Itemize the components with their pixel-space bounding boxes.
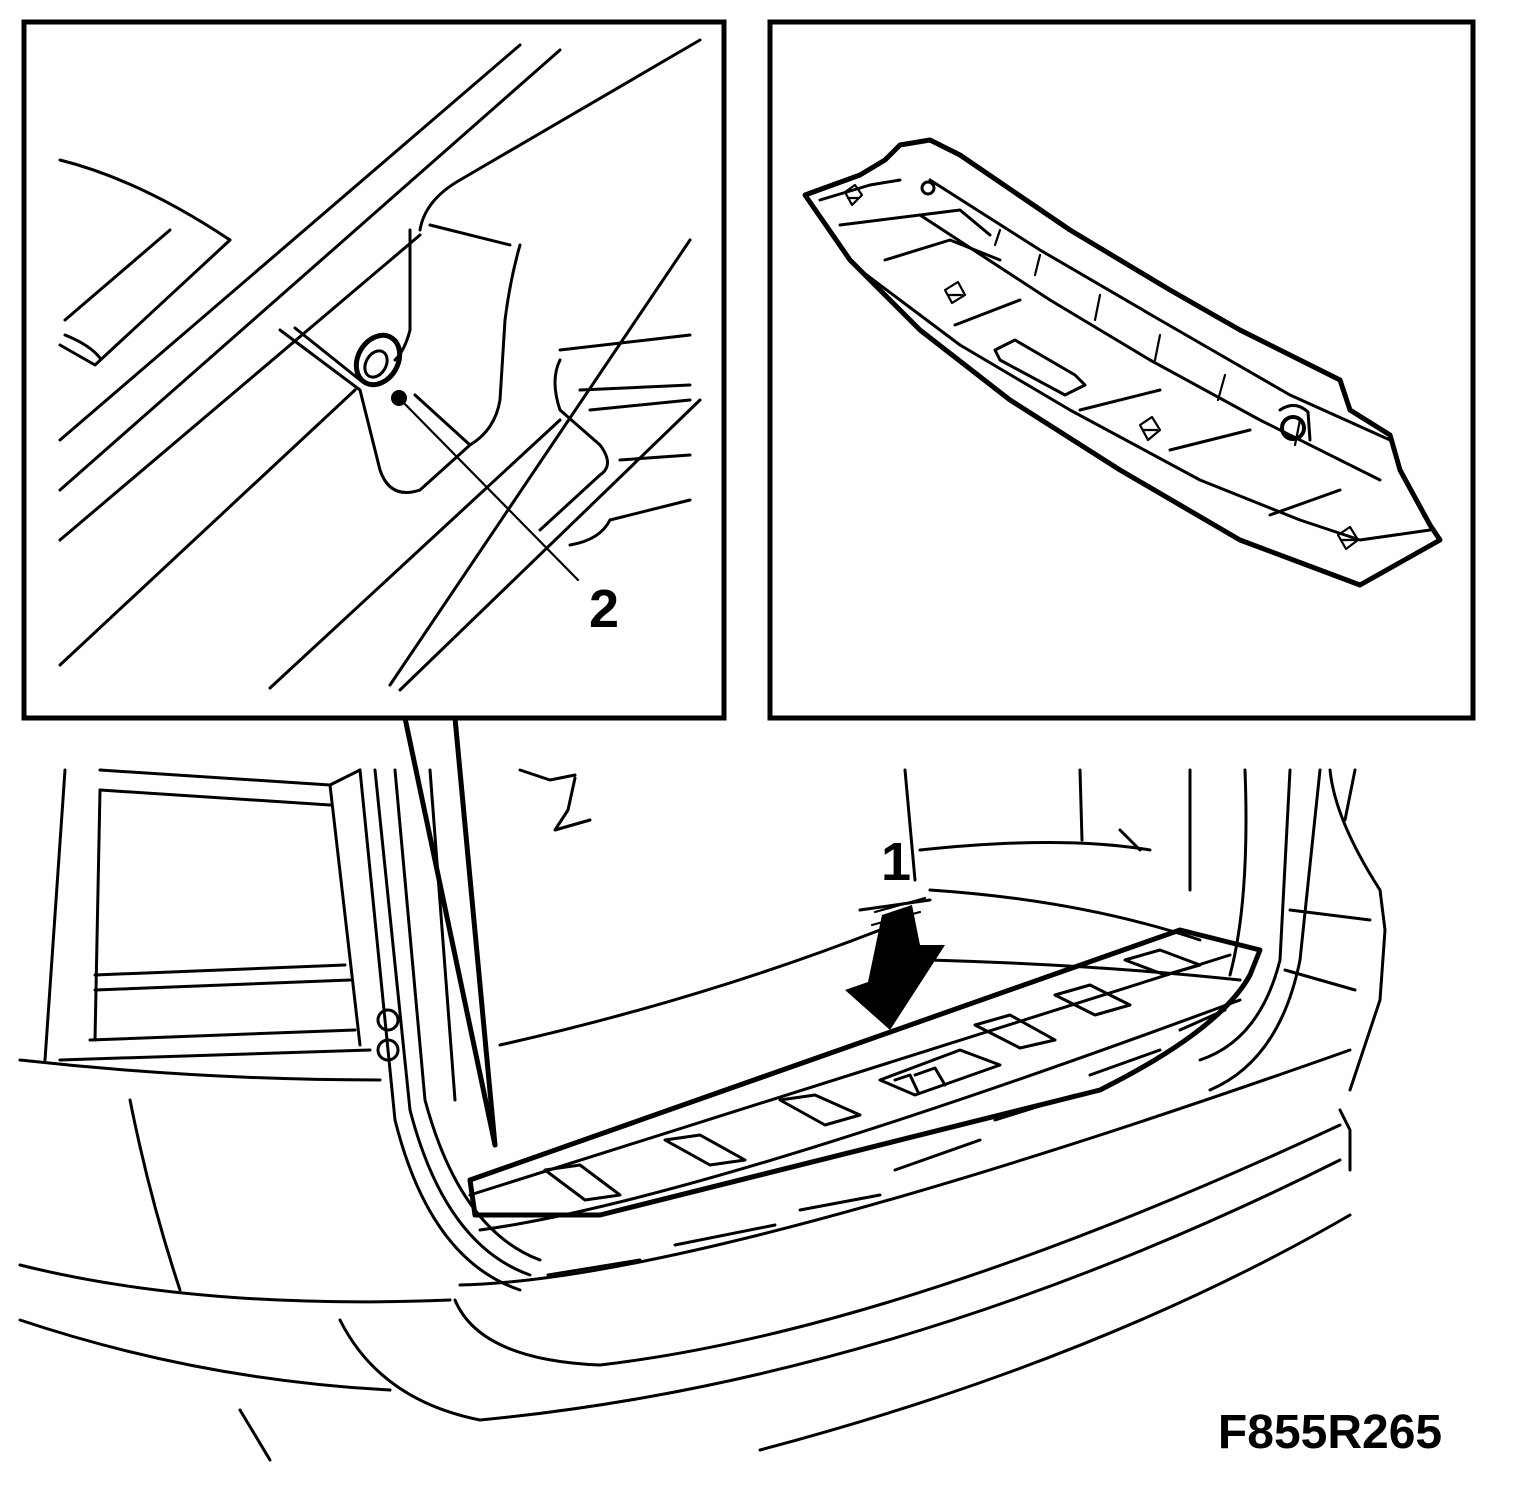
clip-icon-1 bbox=[843, 183, 864, 207]
callout-label-2: 2 bbox=[589, 579, 619, 639]
detail-panel-left: 2 bbox=[21, 19, 727, 721]
main-view: 1 bbox=[18, 715, 1387, 1462]
clip-icon-3 bbox=[1138, 415, 1162, 442]
detail-frame-right bbox=[767, 19, 1476, 721]
detail-panel-right bbox=[767, 19, 1476, 721]
sill-trim-part bbox=[802, 137, 1443, 588]
callout-label-1: 1 bbox=[881, 832, 911, 892]
clip-icon-4 bbox=[1336, 525, 1360, 551]
zoom-leader-line bbox=[402, 715, 498, 1148]
tail-light bbox=[43, 768, 372, 1062]
arrow-down-icon bbox=[845, 896, 945, 1030]
clip-icon-2 bbox=[943, 280, 967, 305]
figure-code: F855R265 bbox=[1218, 1406, 1442, 1459]
detail-frame-left bbox=[21, 19, 727, 721]
